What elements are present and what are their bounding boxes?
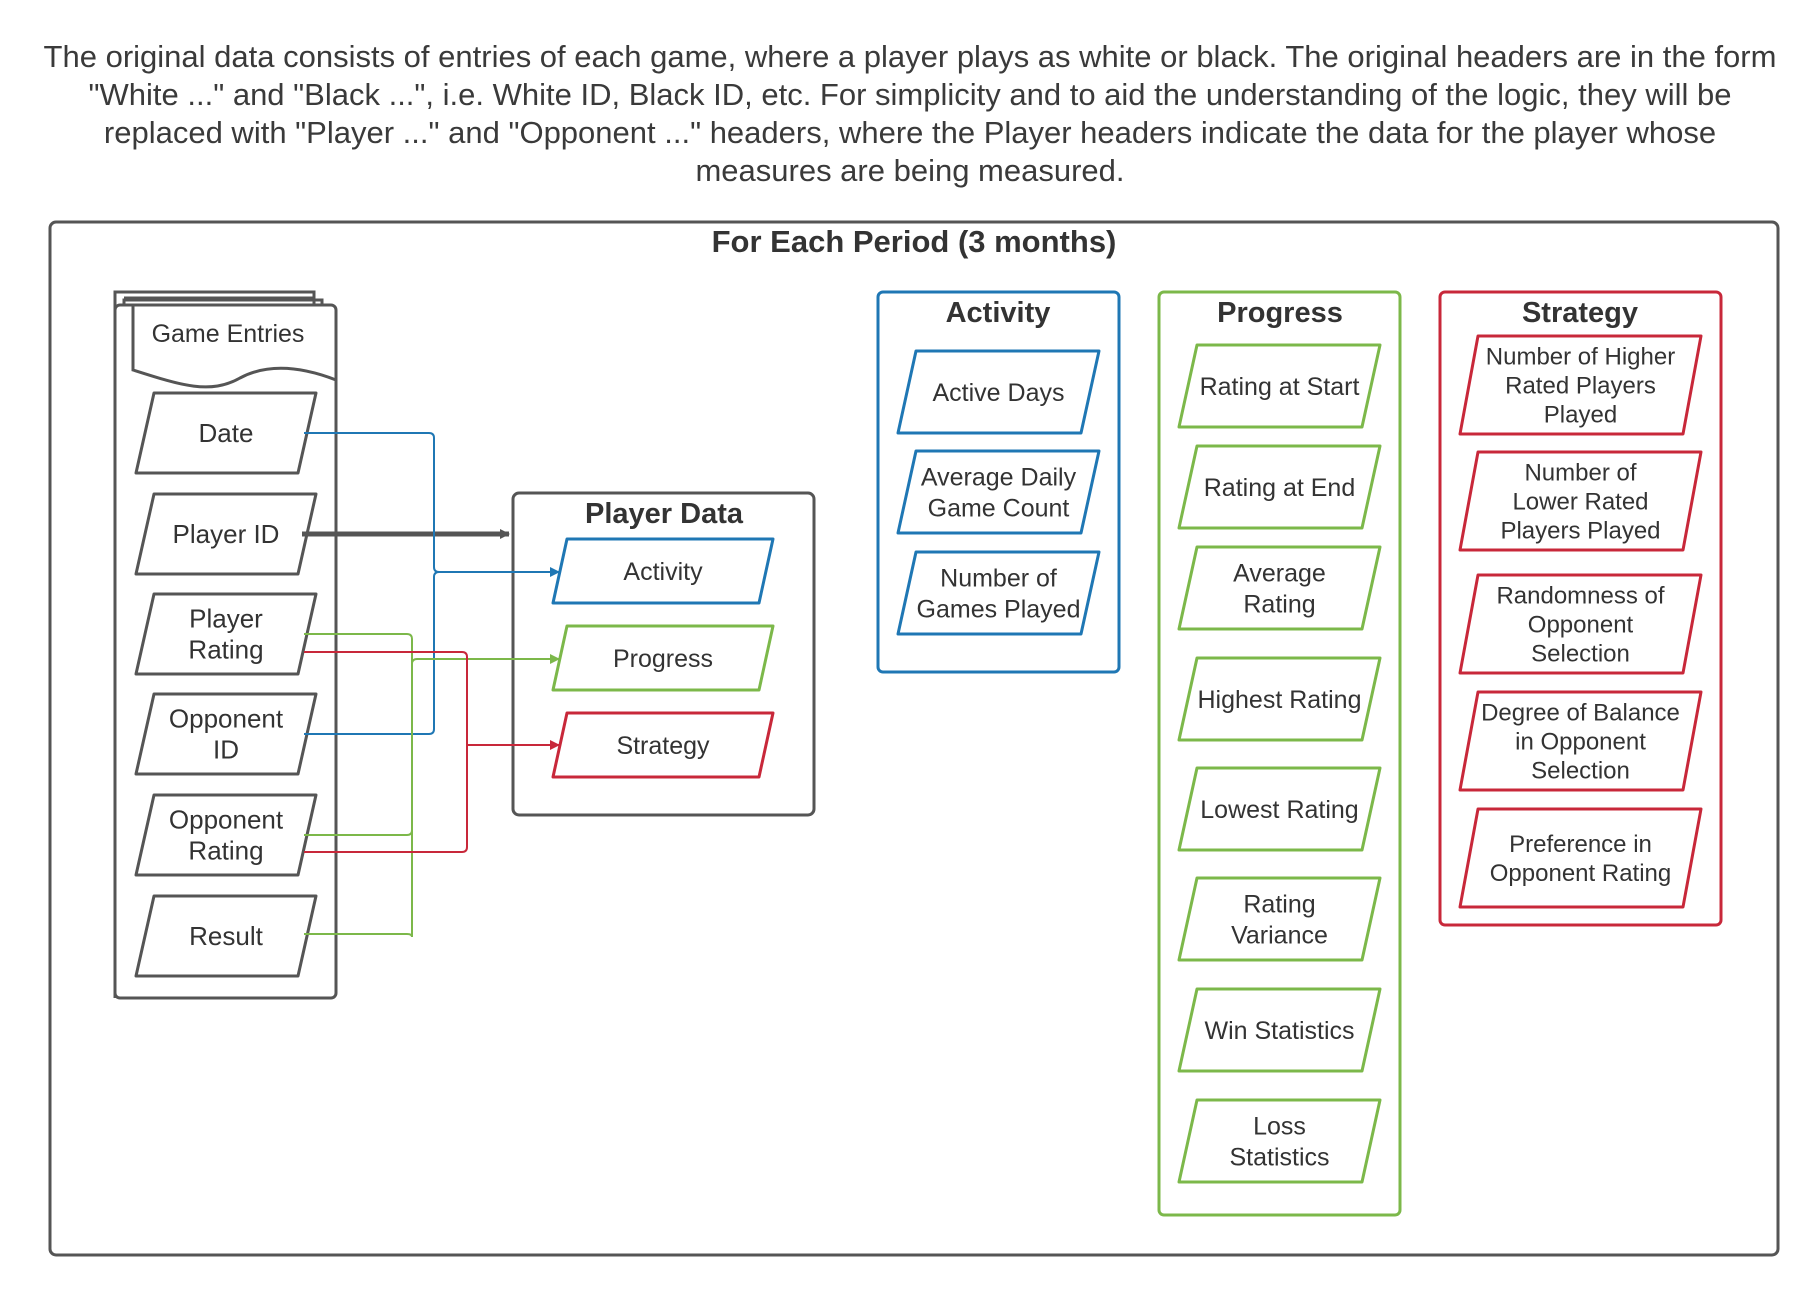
progress-item-label: Variance (1231, 921, 1328, 949)
strategy-item-label: Selection (1531, 640, 1630, 667)
intro-text: The original data consists of entries of… (43, 39, 1777, 188)
progress-item-highest-rating: Highest Rating (1177, 656, 1382, 742)
strategy-item-label: Opponent Rating (1490, 860, 1671, 887)
activity-item-active-days: Active Days (896, 349, 1101, 435)
strategy-item-label: Degree of Balance (1481, 699, 1680, 726)
activity-item-number-of-games-played: Number of Games Played (896, 550, 1101, 636)
player-data-title: Player Data (585, 498, 744, 530)
strategy-item-label: Opponent (1528, 611, 1634, 638)
progress-item-label: Rating at Start (1200, 373, 1360, 401)
progress-title: Progress (1217, 297, 1343, 329)
game-entries-title: Game Entries (152, 320, 305, 348)
field-label: Result (189, 921, 263, 951)
player-data-item-activity: Activity (551, 537, 775, 605)
activity-title: Activity (946, 297, 1051, 329)
player-data-item-label: Progress (613, 645, 713, 673)
field-label: Opponent (169, 704, 284, 734)
progress-item-label: Rating (1243, 590, 1315, 618)
field-label: ID (213, 735, 239, 765)
progress-item-win-statistics: Win Statistics (1177, 987, 1382, 1073)
period-frame (48, 220, 1780, 1257)
progress-item-rating-at-end: Rating at End (1177, 444, 1382, 530)
strategy-item-label: Preference in (1509, 831, 1652, 858)
progress-item-label: Rating (1243, 890, 1315, 918)
strategy-item-label: Number of (1524, 459, 1636, 486)
strategy-item-label: Randomness of (1496, 582, 1664, 609)
field-label: Player ID (173, 519, 280, 549)
strategy-item-label: Rated Players (1505, 372, 1656, 399)
connectors (302, 432, 560, 938)
strategy-item-label: Selection (1531, 757, 1630, 784)
progress-item-lowest-rating: Lowest Rating (1177, 766, 1382, 852)
field-label: Rating (188, 836, 263, 866)
field-label: Rating (188, 635, 263, 665)
connector-opponent-id-activity (304, 571, 440, 735)
activity-item-label: Number of (940, 564, 1057, 592)
activity-item-label: Game Count (928, 494, 1070, 522)
field-label: Opponent (169, 805, 284, 835)
strategy-item-label: Players Played (1500, 517, 1660, 544)
connector-player-rating-strategy (304, 651, 468, 853)
progress-item-label: Loss (1253, 1112, 1306, 1140)
strategy-item-label: Played (1544, 401, 1617, 428)
player-data-item-progress: Progress (551, 624, 775, 692)
field-date: Date (134, 391, 318, 475)
progress-item-label: Statistics (1229, 1143, 1329, 1171)
progress-item-rating-at-start: Rating at Start (1177, 343, 1382, 429)
strategy-title: Strategy (1522, 297, 1638, 329)
strategy-item-label: Lower Rated (1512, 488, 1648, 515)
progress-item-label: Rating at End (1204, 474, 1356, 502)
strategy-item-label: in Opponent (1515, 728, 1646, 755)
progress-item-label: Highest Rating (1198, 686, 1362, 714)
field-label: Player (189, 604, 263, 634)
field-label: Date (199, 418, 254, 448)
progress-item-label: Win Statistics (1204, 1017, 1354, 1045)
activity-item-label: Active Days (933, 379, 1065, 407)
strategy-item-label: Number of Higher (1486, 343, 1675, 370)
progress-item-label: Lowest Rating (1200, 796, 1358, 824)
player-data-item-label: Strategy (616, 732, 710, 760)
progress-group (1157, 290, 1402, 1217)
field-result: Result (134, 894, 318, 978)
progress-item-label: Average (1233, 559, 1326, 587)
connector-opponent-rating-progress (304, 654, 560, 836)
activity-item-label: Average Daily (921, 463, 1077, 491)
player-data-item-label: Activity (623, 558, 703, 586)
period-title: For Each Period (3 months) (712, 224, 1117, 259)
activity-item-label: Games Played (917, 595, 1081, 623)
player-data-item-strategy: Strategy (551, 711, 775, 779)
field-player-id: Player ID (134, 492, 318, 576)
